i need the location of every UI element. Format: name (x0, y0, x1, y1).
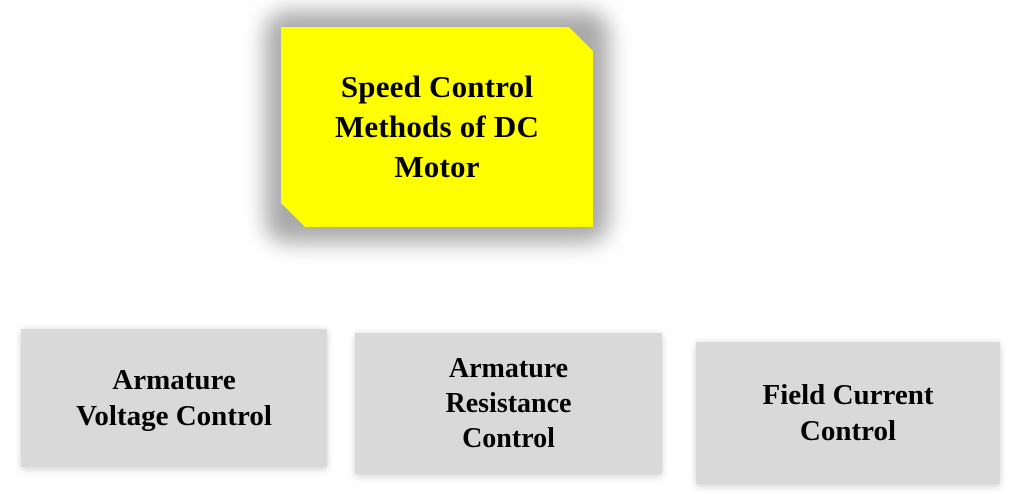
leaf-node-label: Armature Voltage Control (76, 363, 272, 432)
root-node-label: Speed Control Methods of DC Motor (334, 69, 540, 184)
root-node-speed-control-methods[interactable]: Speed Control Methods of DC Motor (265, 11, 609, 243)
leaf-node-field-current-control[interactable]: Field Current Control (696, 342, 1000, 484)
leaf-node-armature-voltage-control[interactable]: Armature Voltage Control (21, 329, 327, 467)
leaf-node-label: Armature Resistance Control (445, 353, 572, 454)
leaf-node-armature-resistance-control[interactable]: Armature Resistance Control (355, 333, 662, 474)
leaf-node-label: Field Current Control (762, 378, 934, 447)
root-node-face: Speed Control Methods of DC Motor (281, 27, 593, 227)
